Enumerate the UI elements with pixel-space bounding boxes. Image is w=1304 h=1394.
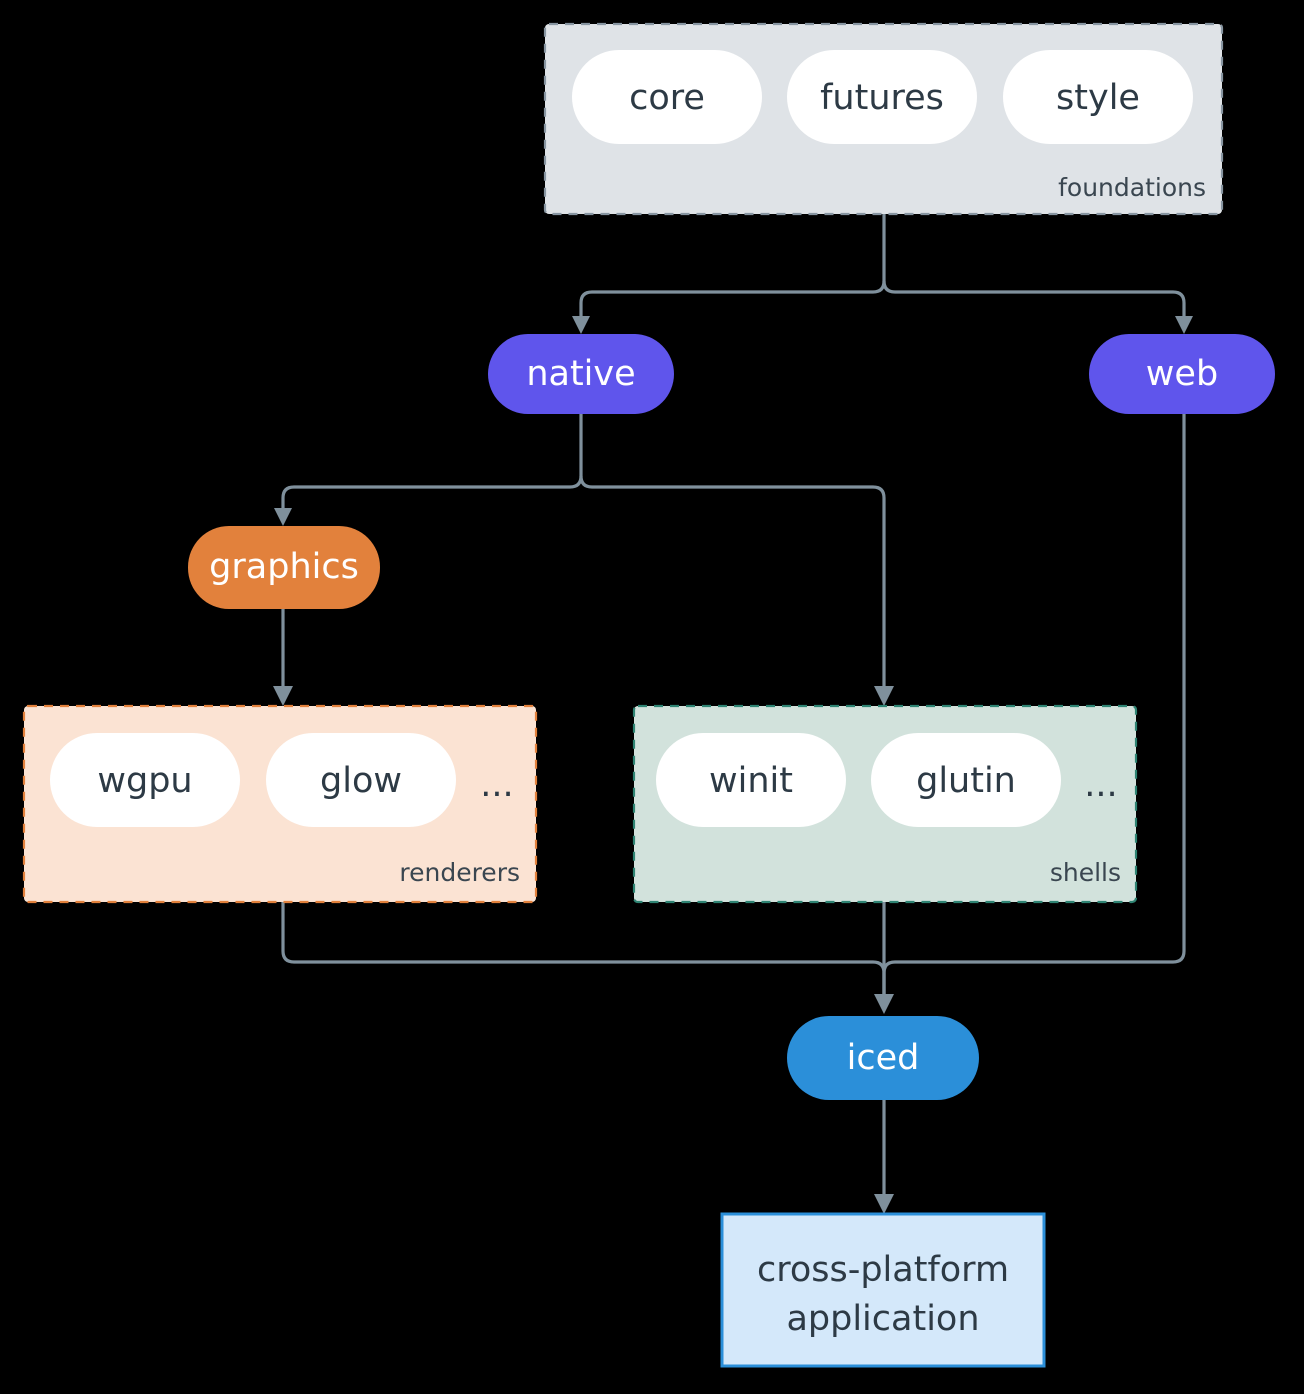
group-foundations[interactable]: core futures style foundations	[543, 22, 1224, 216]
pill-core-label: core	[629, 78, 705, 118]
group-renderers-label: renderers	[399, 858, 520, 887]
pill-style-label: style	[1056, 78, 1140, 118]
node-native-label: native	[526, 354, 635, 394]
pill-style[interactable]	[1003, 50, 1193, 144]
node-native-shape	[488, 334, 674, 414]
node-web-shape	[1089, 334, 1275, 414]
edge-foundations-to-native-web-trunk	[579, 214, 886, 324]
pill-wgpu[interactable]	[50, 733, 240, 827]
node-iced-label: iced	[847, 1038, 920, 1078]
node-iced[interactable]: iced	[787, 1016, 979, 1100]
group-foundations-label: foundations	[1058, 173, 1206, 202]
edge-layer	[273, 214, 1193, 1214]
arrow-head-application	[874, 1194, 894, 1214]
node-cross-platform-application-shape	[720, 1212, 1046, 1368]
application-label-line1: cross-platform	[757, 1250, 1009, 1290]
arrow-head-renderers	[273, 686, 293, 706]
pill-glow[interactable]	[266, 733, 456, 827]
node-native[interactable]: native	[488, 334, 674, 414]
arrow-head-shells	[874, 686, 894, 706]
node-iced-shape	[787, 1016, 979, 1100]
node-web-label: web	[1146, 354, 1218, 394]
pill-futures[interactable]	[787, 50, 977, 144]
arrow-head-graphics	[274, 508, 292, 526]
application-label-line2: application	[786, 1299, 979, 1339]
node-graphics-label: graphics	[209, 547, 359, 587]
node-cross-platform-application[interactable]: cross-platform application	[720, 1212, 1046, 1368]
edge-native-to-shells	[579, 475, 886, 692]
arrow-head-web	[1175, 316, 1193, 334]
node-web[interactable]: web	[1089, 334, 1275, 414]
pill-wgpu-label: wgpu	[97, 761, 192, 801]
pill-glow-label: glow	[320, 761, 402, 801]
edge-web-to-iced	[882, 414, 1186, 1000]
pill-core[interactable]	[572, 50, 762, 144]
renderers-overflow-ellipsis: ...	[480, 765, 513, 805]
pill-glutin[interactable]	[871, 733, 1061, 827]
edge-native-to-graphics	[281, 414, 583, 516]
group-renderers[interactable]: wgpu glow ... renderers	[22, 704, 538, 904]
node-graphics[interactable]: graphics	[188, 526, 380, 609]
group-shells[interactable]: winit glutin ... shells	[632, 704, 1138, 904]
pill-winit[interactable]	[656, 733, 846, 827]
node-graphics-shape	[188, 526, 380, 609]
edge-foundations-to-web-branch	[882, 280, 1186, 324]
arrow-head-iced	[874, 994, 894, 1014]
pill-futures-label: futures	[820, 78, 944, 118]
pill-glutin-label: glutin	[916, 761, 1016, 801]
group-shells-label: shells	[1050, 858, 1121, 887]
pill-winit-label: winit	[709, 761, 793, 801]
edge-renderers-to-iced	[281, 902, 886, 1000]
shells-overflow-ellipsis: ...	[1084, 765, 1117, 805]
arrow-head-native	[572, 316, 590, 334]
